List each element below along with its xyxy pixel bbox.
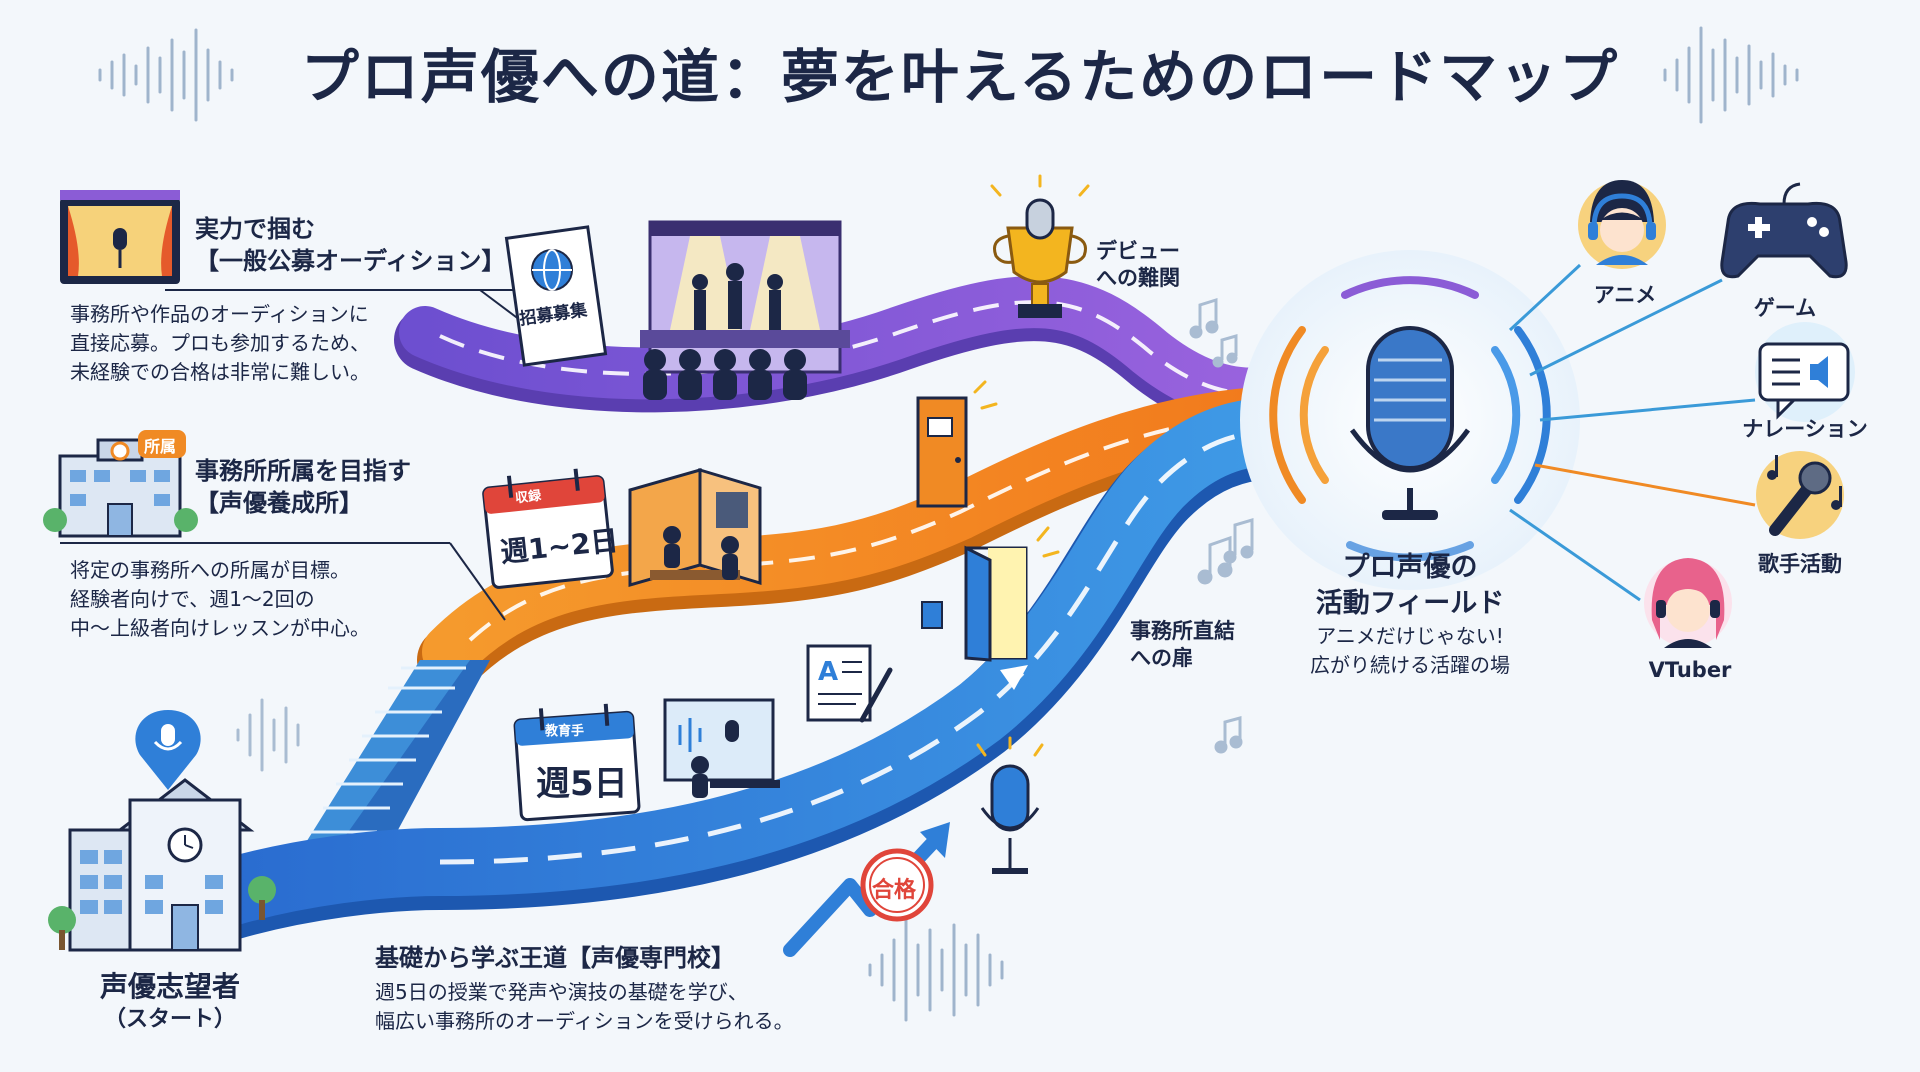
vtuber-avatar-icon bbox=[1644, 558, 1732, 648]
training-heading-line2: 【声優養成所】 bbox=[195, 489, 363, 518]
recruitment-poster-icon bbox=[504, 225, 608, 367]
hub-title-line1: プロ声優の bbox=[1342, 552, 1478, 583]
door-label-line2: への扉 bbox=[1130, 646, 1193, 671]
start-label-line1: 声優志望者 bbox=[99, 970, 240, 1003]
training-heading: 事務所所属を目指す 【声優養成所】 bbox=[195, 455, 411, 520]
field-label-anime: アニメ bbox=[1593, 283, 1657, 307]
sound-wave-top-right bbox=[1663, 26, 1799, 124]
sound-wave-left bbox=[236, 698, 300, 772]
audition-connector-tail bbox=[479, 289, 521, 321]
music-note-icon bbox=[1189, 297, 1254, 754]
school-calendar-icon bbox=[513, 703, 641, 822]
start-label: 声優志望者 （スタート） bbox=[60, 968, 280, 1034]
training-description: 将定の事務所への所属が目標。 経験者向けで、週1～2回の 中～上級者向けレッスン… bbox=[70, 556, 370, 643]
audition-stage-icon bbox=[640, 220, 850, 400]
school-heading: 基礎から学ぶ王道【声優専門校】 bbox=[375, 944, 735, 972]
training-door-icon bbox=[916, 380, 998, 508]
training-calendar-icon bbox=[482, 468, 614, 589]
pass-stamp-icon bbox=[860, 848, 934, 922]
stage-screen-icon bbox=[60, 190, 180, 284]
school-calendar-text: 週5日 bbox=[536, 764, 628, 804]
trophy-label-line2: への難関 bbox=[1096, 266, 1180, 291]
school-calendar-top: 教育手 bbox=[545, 724, 585, 739]
audition-road bbox=[394, 276, 1301, 433]
audition-heading-line2: 【一般公募オーディション】 bbox=[195, 247, 506, 276]
trophy-label-line1: デビュー bbox=[1096, 239, 1180, 263]
training-building-icon bbox=[43, 430, 198, 538]
pass-stamp-text: 合格 bbox=[872, 878, 917, 903]
field-label-singer: 歌手活動 bbox=[1758, 552, 1842, 576]
door-label: 事務所直結 への扉 bbox=[1130, 618, 1235, 673]
hub-microphone-icon bbox=[1240, 250, 1580, 590]
school-door-icon bbox=[921, 526, 1060, 662]
door-label-line1: 事務所直結 bbox=[1130, 619, 1235, 643]
training-road bbox=[417, 386, 1303, 693]
training-calendar-top: 収録 bbox=[514, 488, 542, 507]
gamepad-icon bbox=[1720, 182, 1848, 279]
trophy-label: デビュー への難関 bbox=[1096, 238, 1180, 293]
school-road bbox=[190, 398, 1310, 940]
stage-microphone-icon bbox=[976, 736, 1044, 874]
audition-desc-line1: 事務所や作品のオーディションに bbox=[70, 302, 369, 326]
hub-title: プロ声優の 活動フィールド bbox=[1275, 550, 1545, 623]
recording-studio-icon bbox=[628, 467, 762, 587]
page-title: プロ声優への道：夢を叶えるためのロードマップ bbox=[300, 43, 1620, 111]
hub-subtitle-line1: アニメだけじゃない! bbox=[1316, 624, 1504, 648]
sound-wave-bottom-center bbox=[868, 918, 1004, 1022]
sound-wave-top-left bbox=[98, 28, 234, 122]
anime-avatar-icon bbox=[1578, 180, 1666, 269]
training-desc-line2: 経験者向けで、週1～2回の bbox=[70, 587, 315, 611]
training-heading-line1: 事務所所属を目指す bbox=[195, 457, 411, 485]
audition-desc-line2: 直接応募。プロも参加するため、 bbox=[70, 331, 370, 355]
audition-desc-line3: 未経験での合格は非常に難しい。 bbox=[70, 360, 370, 384]
karaoke-mic-icon bbox=[1756, 451, 1844, 539]
hub-title-line2: 活動フィールド bbox=[1315, 588, 1505, 620]
location-pin-mic-icon bbox=[135, 710, 201, 790]
school-desc-line1: 週5日の授業で発声や演技の基礎を学び、 bbox=[375, 980, 748, 1004]
training-connector-tail bbox=[449, 542, 506, 621]
audition-heading-line1: 実力で掴む bbox=[195, 215, 315, 243]
field-label-narration: ナレーション bbox=[1742, 417, 1868, 441]
svg-text:A: A bbox=[818, 657, 838, 687]
field-label-game: ゲーム bbox=[1753, 296, 1817, 320]
hub-subtitle-line2: 広がり続ける活躍の場 bbox=[1310, 653, 1510, 677]
audition-description: 事務所や作品のオーディションに 直接応募。プロも参加するため、 未経験での合格は… bbox=[70, 300, 370, 387]
training-desc-line3: 中～上級者向けレッスンが中心。 bbox=[70, 616, 370, 640]
school-desc-line2: 幅広い事務所のオーディションを受けられる。 bbox=[375, 1009, 794, 1033]
trophy-mic-icon bbox=[990, 174, 1090, 318]
start-school-building-icon bbox=[48, 778, 276, 952]
field-label-vtuber: VTuber bbox=[1648, 658, 1732, 682]
field-connectors bbox=[1508, 263, 1756, 602]
school-description: 週5日の授業で発声や演技の基礎を学び、 幅広い事務所のオーディションを受けられる… bbox=[375, 978, 794, 1036]
hub-subtitle: アニメだけじゃない! 広がり続ける活躍の場 bbox=[1275, 622, 1545, 680]
start-label-line2: （スタート） bbox=[103, 1006, 236, 1032]
speech-bubble-icon bbox=[1755, 322, 1855, 422]
audition-heading: 実力で掴む 【一般公募オーディション】 bbox=[195, 213, 505, 278]
classroom-booth-icon bbox=[663, 698, 780, 798]
script-paper-icon: A bbox=[806, 644, 893, 723]
training-desc-line1: 将定の事務所への所属が目標。 bbox=[70, 558, 350, 582]
affiliation-badge: 所属 bbox=[144, 437, 177, 456]
